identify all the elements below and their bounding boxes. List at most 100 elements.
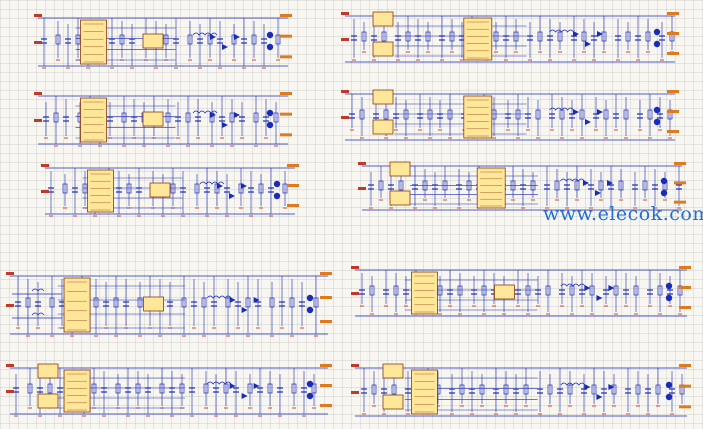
resistor-symbol [369, 285, 375, 296]
resistor-symbol [170, 183, 176, 194]
port-marker [6, 304, 14, 307]
schematic-block [341, 89, 679, 141]
port-marker [287, 184, 299, 187]
resistor-symbol [449, 31, 455, 42]
ic-chip [372, 89, 394, 105]
resistor-symbol [378, 180, 384, 191]
connector-circle [266, 31, 274, 39]
diode-symbol [241, 183, 247, 189]
resistor-symbol [121, 112, 127, 123]
resistor-symbol [645, 31, 651, 42]
port-marker [667, 12, 679, 15]
resistor-symbol [282, 183, 288, 194]
resistor-symbol [371, 384, 377, 395]
ic-chip [389, 190, 411, 206]
diode-symbol [583, 180, 589, 186]
ic-chip [80, 97, 107, 143]
diode-symbol [234, 112, 240, 118]
resistor-symbol [275, 34, 281, 45]
port-marker [34, 119, 42, 122]
port-marker [6, 390, 14, 393]
port-marker [341, 90, 349, 93]
connector-circle [306, 306, 314, 314]
resistor-symbol [579, 109, 585, 120]
port-marker [358, 162, 366, 165]
port-marker [34, 92, 42, 95]
inductor-symbol [199, 181, 225, 185]
resistor-symbol [545, 285, 551, 296]
diode-symbol [234, 34, 240, 40]
resistor-symbol [289, 297, 295, 308]
resistor-symbol [503, 384, 509, 395]
port-marker [667, 130, 679, 133]
resistor-symbol [633, 285, 639, 296]
resistor-symbol [398, 180, 404, 191]
port-marker [674, 200, 686, 204]
port-marker [34, 14, 42, 17]
resistor-symbol [381, 31, 387, 42]
ic-chip [372, 11, 394, 27]
diode-symbol [229, 193, 235, 199]
port-marker [679, 384, 691, 388]
connector-circle [653, 40, 661, 48]
schematic-block [34, 92, 292, 147]
port-marker [280, 112, 292, 116]
port-marker [320, 384, 332, 387]
connector-circle [665, 393, 673, 401]
ic-chip [372, 41, 394, 57]
port-marker [679, 405, 691, 409]
schematic-block [6, 363, 332, 417]
ic-chip [149, 182, 171, 198]
resistor-symbol [391, 384, 397, 395]
connector-circle [665, 282, 673, 290]
resistor-symbol [126, 183, 132, 194]
resistor-symbol [159, 383, 165, 394]
diode-symbol [217, 183, 223, 189]
port-marker [41, 190, 49, 193]
port-marker [34, 41, 42, 44]
diode-symbol [222, 44, 228, 50]
port-marker [280, 133, 292, 137]
inductor-symbol [560, 283, 586, 287]
resistor-symbol [437, 285, 443, 296]
resistor-symbol [163, 34, 169, 45]
connector-circle [306, 380, 314, 388]
port-marker [6, 272, 14, 275]
port-marker [667, 110, 679, 113]
resistor-symbol [47, 383, 53, 394]
resistor-symbol [427, 109, 433, 120]
schematic-block [6, 272, 332, 337]
connector-circle [660, 177, 668, 185]
resistor-symbol [165, 112, 171, 123]
ic-chip [142, 111, 164, 127]
resistor-symbol [115, 383, 121, 394]
resistor-symbol [603, 109, 609, 120]
resistor-symbol [537, 31, 543, 42]
schematic-block [341, 11, 679, 63]
port-marker [679, 286, 691, 289]
schematic-block [358, 161, 686, 211]
resistor-symbol [91, 383, 97, 394]
diode-symbol [229, 383, 236, 389]
resistor-symbol [598, 180, 604, 191]
resistor-symbol [82, 183, 88, 194]
port-marker [320, 364, 332, 367]
diode-symbol [210, 112, 216, 118]
port-marker [287, 164, 299, 167]
resistor-symbol [113, 297, 119, 308]
resistor-symbol [567, 384, 573, 395]
inductor-symbol [206, 295, 232, 299]
connector-circle [653, 118, 661, 126]
inductor-symbol [31, 312, 45, 316]
diode-symbol [241, 393, 248, 399]
schematic-block [351, 266, 691, 317]
ic-chip [476, 167, 506, 209]
diode-symbol [241, 307, 248, 313]
resistor-symbol [525, 285, 531, 296]
resistor-symbol [569, 285, 575, 296]
resistor-symbol [589, 285, 595, 296]
resistor-symbol [515, 109, 521, 120]
port-marker [667, 32, 679, 35]
resistor-symbol [251, 34, 257, 45]
port-marker [679, 364, 691, 367]
